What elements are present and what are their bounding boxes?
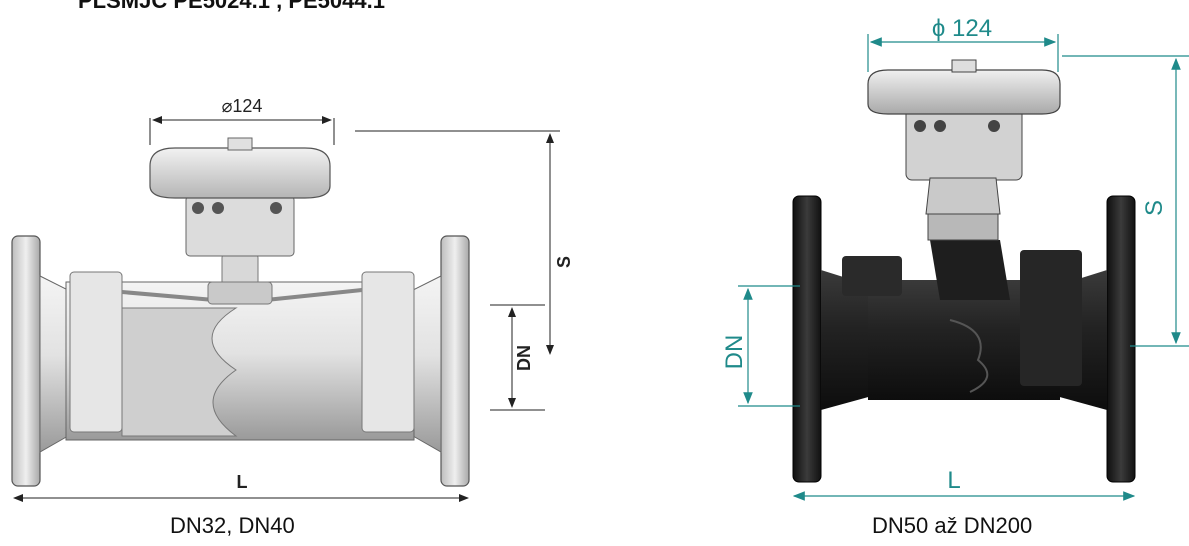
left-diameter-label: ⌀124 (222, 96, 263, 116)
right-dimensions (738, 34, 1189, 501)
left-flange-right (440, 235, 470, 487)
right-caption: DN50 až DN200 (872, 513, 1033, 538)
right-dn-label: DN (721, 335, 748, 370)
left-valve (11, 137, 470, 487)
drawing-title: PLSMJC PE5024.1 , PE5044.1 (78, 0, 385, 13)
left-caption: DN32, DN40 (170, 513, 295, 538)
right-flange-left (792, 195, 822, 483)
left-l-label: L (237, 472, 248, 492)
left-dn-label: DN (514, 345, 534, 371)
right-diameter-label: ϕ 124 (932, 15, 992, 42)
right-flange-right (1106, 195, 1136, 483)
left-flange-left (11, 235, 41, 487)
right-s-label: S (1141, 200, 1168, 216)
left-dimensions (13, 116, 560, 502)
right-actuator-cap (867, 69, 1061, 115)
left-actuator-cap (149, 147, 331, 199)
right-valve (792, 59, 1136, 483)
left-s-label: S (554, 256, 574, 268)
right-l-label: L (947, 467, 960, 494)
